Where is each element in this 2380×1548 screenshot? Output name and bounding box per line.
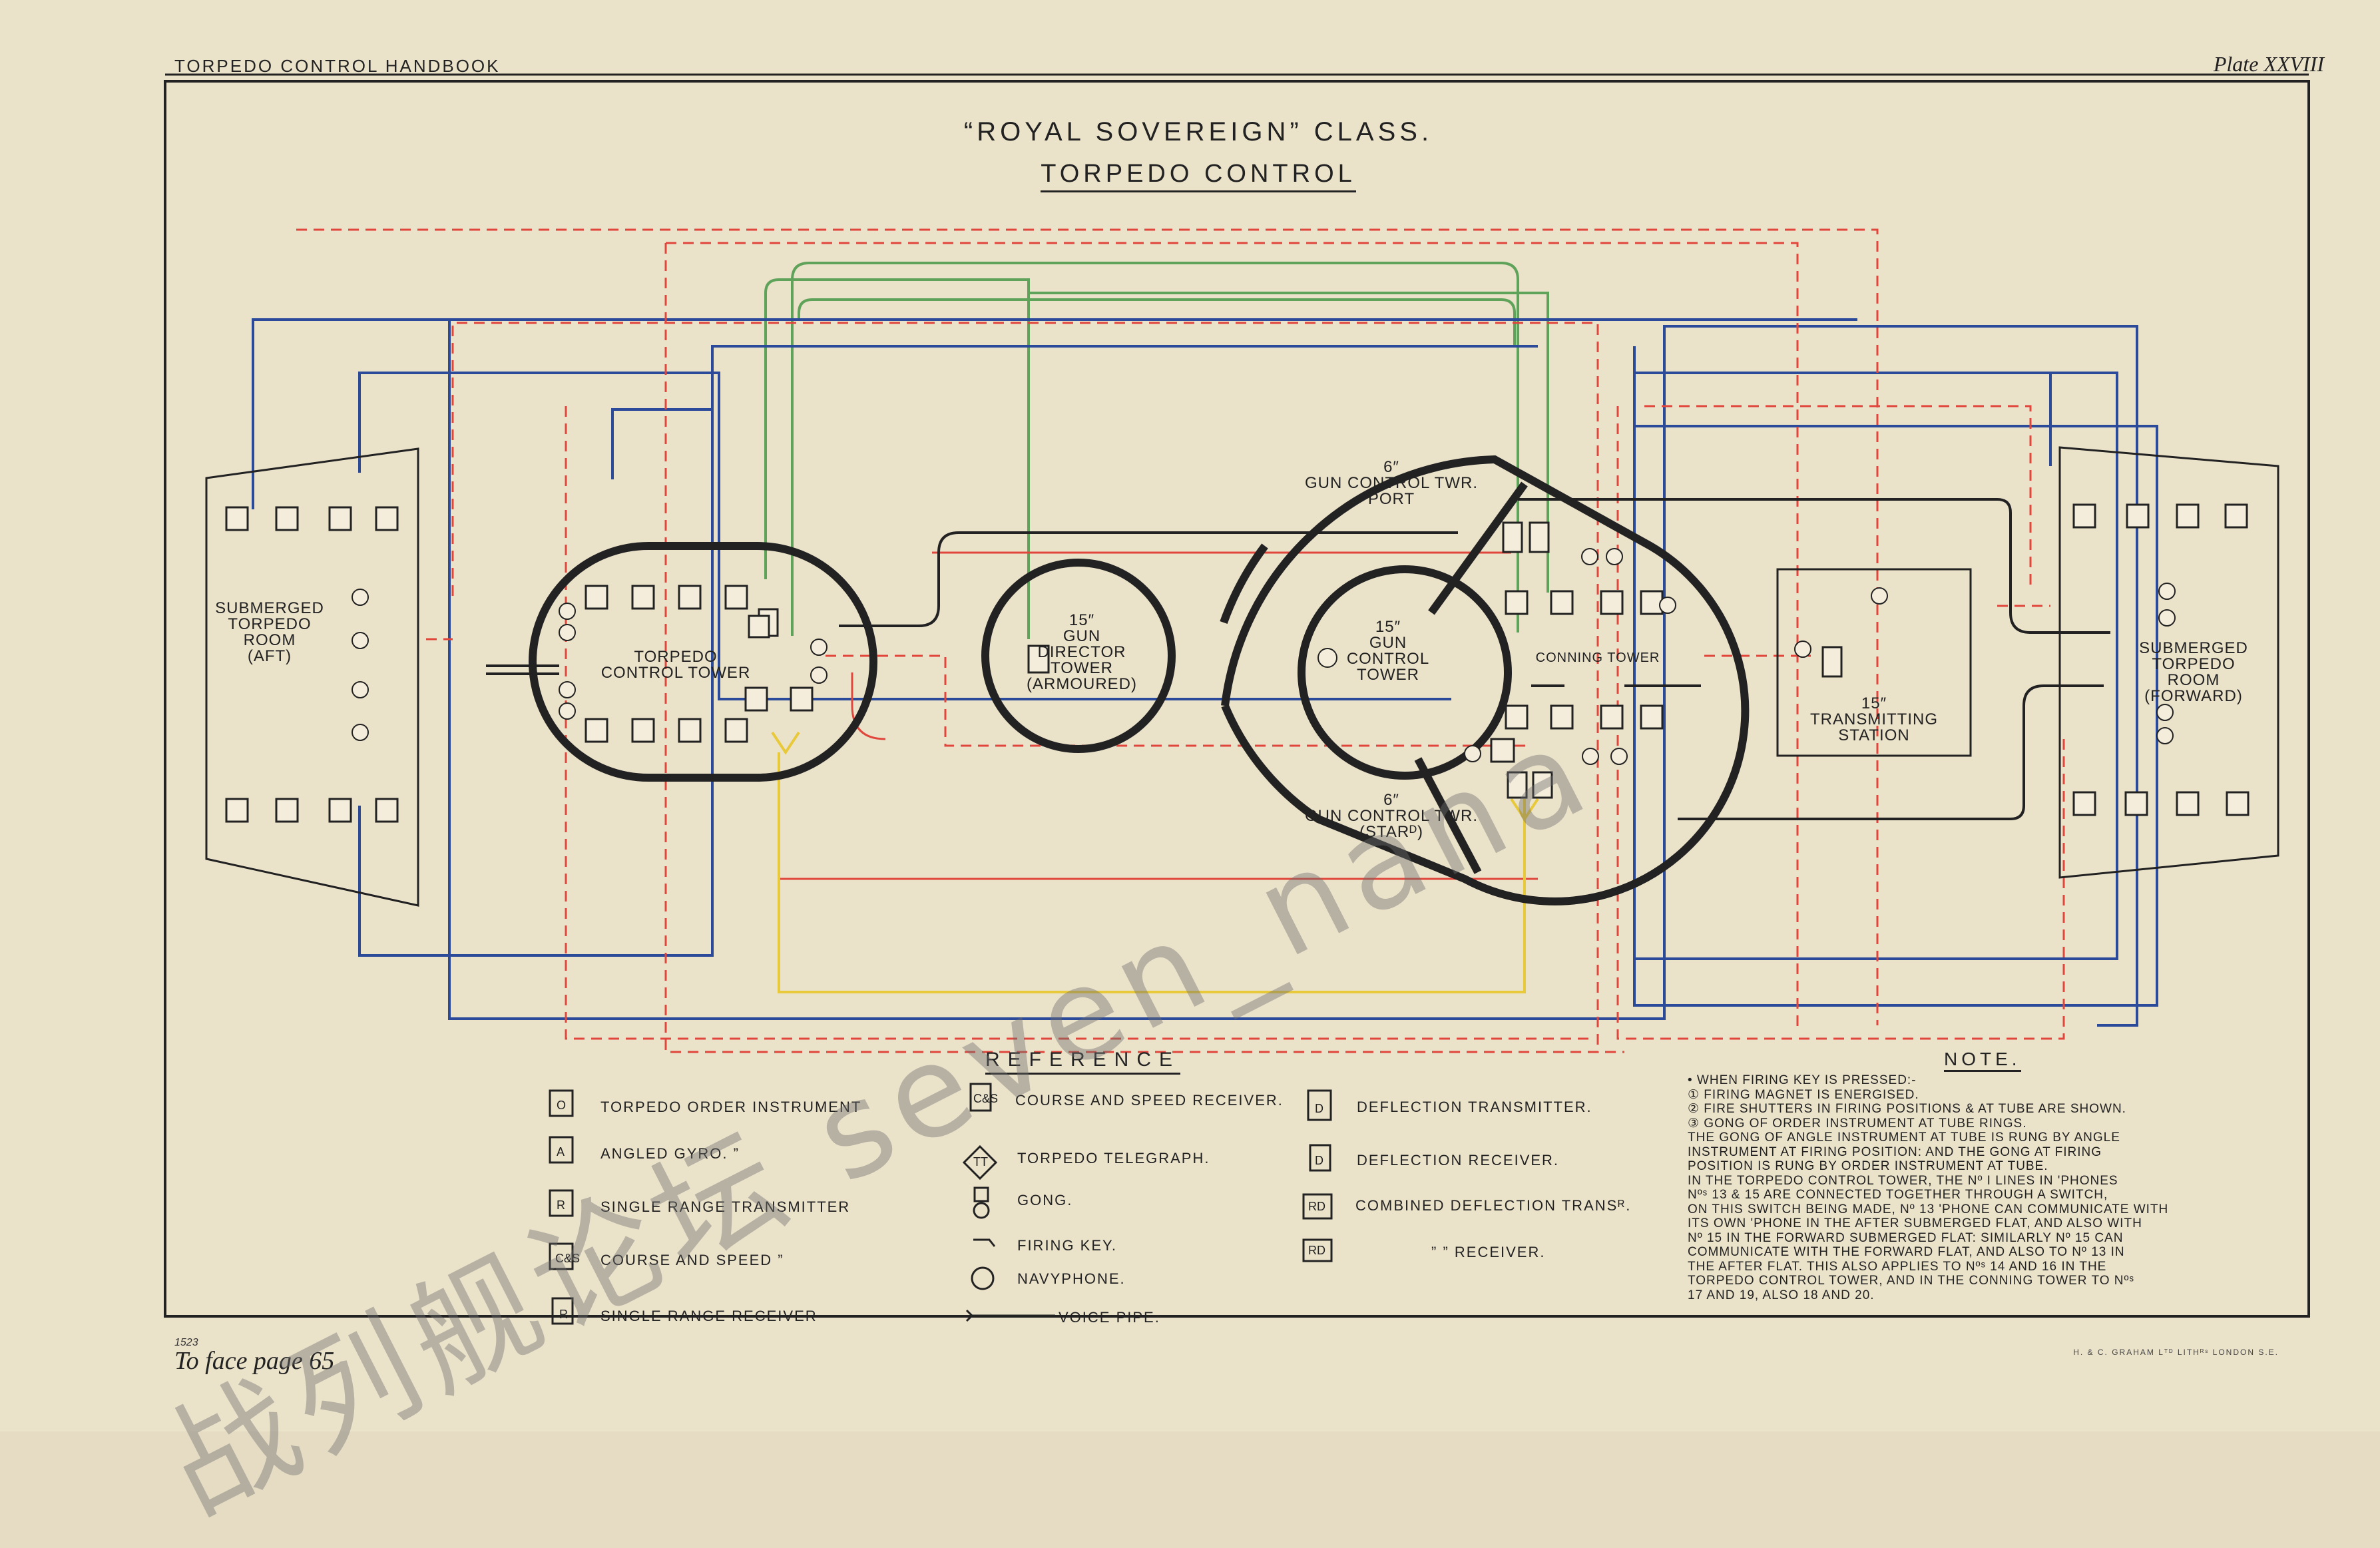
label-gct-port: 6″ GUN CONTROL TWR. PORT — [1305, 458, 1478, 508]
ref-symbol-comb-tx: RD — [1308, 1200, 1325, 1213]
ref-course-speed: COURSE AND SPEED ” — [600, 1252, 784, 1268]
reference-title: REFERENCE — [985, 1049, 1181, 1075]
ref-firing-key: FIRING KEY. — [1017, 1237, 1117, 1254]
plate-number: Plate XXVIII — [2213, 52, 2324, 76]
sub-room-fwd — [2058, 446, 2279, 879]
gun-control-tower-outline — [1298, 565, 1512, 780]
label-gun-control-tower: 15″ GUN CONTROL TOWER — [1346, 618, 1430, 684]
note-title: NOTE. — [1944, 1049, 2021, 1072]
ref-telegraph: TORPEDO TELEGRAPH. — [1017, 1150, 1210, 1166]
ref-voice-pipe: VOICE PIPE. — [1059, 1309, 1160, 1326]
ref-order-instrument: TORPEDO ORDER INSTRUMENT — [600, 1099, 862, 1115]
diagram-title: “ROYAL SOVEREIGN” CLASS. — [963, 117, 1433, 146]
sub-room-aft — [205, 447, 419, 907]
label-sub-room-aft: SUBMERGED TORPEDO ROOM (AFT) — [215, 599, 324, 665]
instruments — [225, 503, 2250, 823]
ref-range-transmitter: SINGLE RANGE TRANSMITTER — [600, 1198, 851, 1215]
director-tower-outline — [981, 559, 1176, 753]
label-torpedo-control-tower: TORPEDO CONTROL TOWER — [600, 648, 751, 682]
ref-symbol-comb-rx: RD — [1308, 1244, 1325, 1257]
voice-pipes — [486, 498, 2110, 820]
torpedo-control-tower-outline — [529, 542, 877, 782]
diagram-subtitle: TORPEDO CONTROL — [865, 160, 1531, 192]
conning-complex-outline — [1221, 455, 1750, 905]
ref-gong: GONG. — [1017, 1192, 1073, 1208]
ref-symbol-order: O — [557, 1099, 567, 1112]
ref-symbol-gyro: A — [557, 1145, 565, 1159]
ref-navyphone: NAVYPHONE. — [1017, 1270, 1126, 1287]
note-text: • WHEN FIRING KEY IS PRESSED:- ① FIRING … — [1688, 1073, 2169, 1302]
wiring-diagram — [164, 73, 2310, 1318]
outer-border — [164, 80, 2310, 1318]
handbook-header: TORPEDO CONTROL HANDBOOK — [174, 56, 501, 76]
ref-symbol-defl-tx: D — [1315, 1102, 1323, 1115]
ref-combined-transmitter: COMBINED DEFLECTION TRANSᴿ. — [1355, 1197, 1632, 1214]
ref-cs-receiver: COURSE AND SPEED RECEIVER. — [1015, 1092, 1284, 1109]
ref-combined-receiver: ” ” RECEIVER. — [1431, 1244, 1546, 1260]
ref-deflection-receiver: DEFLECTION RECEIVER. — [1357, 1152, 1560, 1168]
label-conning-tower: CONNING TOWER — [1535, 650, 1660, 665]
label-sub-room-fwd: SUBMERGED TORPEDO ROOM (FORWARD) — [2139, 639, 2248, 705]
face-page-caption: To face page 65 — [174, 1347, 335, 1375]
transmitting-station-outline — [1776, 568, 1972, 757]
label-director-tower: 15″ GUN DIRECTOR TOWER (ARMOURED) — [1027, 611, 1137, 693]
label-transmitting-station: 15″ TRANSMITTING STATION — [1810, 694, 1938, 744]
terminals — [352, 548, 2176, 765]
printer-imprint: H. & C. GRAHAM Lᵀᴰ LITHᴿˢ LONDON S.E. — [2073, 1348, 2279, 1357]
label-gct-starboard: 6″ GUN CONTROL TWR. (STARᴰ) — [1305, 791, 1478, 841]
print-number: 1523 — [174, 1337, 198, 1348]
ref-range-receiver: SINGLE RANGE RECEIVER — [600, 1308, 818, 1324]
ref-angled-gyro: ANGLED GYRO. ” — [600, 1145, 740, 1162]
ref-deflection-transmitter: DEFLECTION TRANSMITTER. — [1357, 1099, 1592, 1115]
plate-page: { "header": {"left": "TORPEDO CONTROL HA… — [142, 52, 2324, 1543]
ref-symbol-defl-rx: D — [1315, 1154, 1323, 1167]
blue-wiring — [252, 318, 2158, 1027]
